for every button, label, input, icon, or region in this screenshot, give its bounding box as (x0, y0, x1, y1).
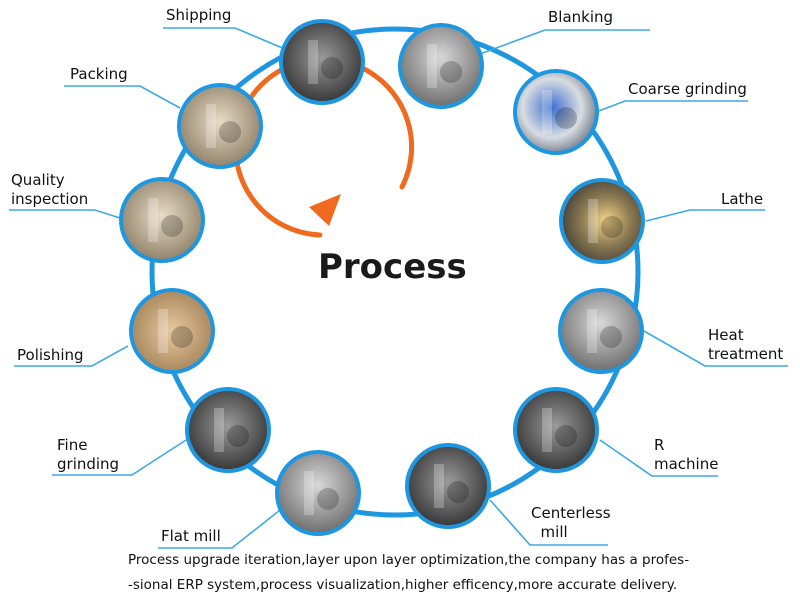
centerless-mill-photo-icon (405, 443, 491, 529)
shipping-photo-icon (279, 19, 365, 105)
center-title: Process (318, 247, 467, 287)
cycle-arrow-head (309, 194, 341, 226)
step-label-11: Quality inspection (11, 171, 89, 208)
coarse-grinding-photo-icon (513, 69, 599, 155)
leader-line-5 (643, 330, 788, 367)
step-label-6: R machine (654, 436, 719, 473)
leader-line-11 (9, 209, 121, 219)
photo-nodes (119, 19, 645, 536)
leader-lines (9, 27, 788, 549)
leader-line-6 (599, 439, 718, 477)
leader-line-1 (163, 27, 293, 53)
blanking-photo-icon (398, 23, 484, 109)
leader-line-7 (489, 499, 608, 546)
step-label-8: Flat mill (161, 527, 221, 545)
polishing-photo-icon (129, 288, 215, 374)
caption-line-1: Process upgrade iteration,layer upon lay… (128, 552, 690, 568)
quality-inspection-photo-icon (119, 177, 205, 263)
packing-photo-icon (177, 83, 263, 169)
step-label-10: Polishing (17, 346, 84, 364)
leader-line-2 (479, 29, 650, 55)
step-label-1: Shipping (166, 6, 232, 24)
heat-treatment-photo-icon (558, 288, 644, 374)
lathe-photo-icon (559, 178, 645, 264)
leader-line-12 (64, 85, 181, 109)
step-label-5: Heat treatment (708, 326, 784, 363)
step-label-3: Coarse grinding (628, 80, 747, 98)
step-label-7: Centerless mill (531, 504, 611, 541)
leader-line-4 (645, 209, 765, 222)
fine-grinding-photo-icon (185, 387, 271, 473)
flat-mill-photo-icon (275, 450, 361, 536)
leader-line-10 (14, 345, 129, 367)
leader-line-8 (158, 509, 281, 549)
step-label-9: Fine grinding (57, 436, 120, 473)
cycle-arrow (233, 56, 415, 238)
step-label-12: Packing (70, 65, 128, 83)
step-label-2: Blanking (548, 8, 614, 26)
leader-line-3 (595, 100, 748, 113)
leader-line-9 (52, 439, 187, 476)
r-machine-photo-icon (513, 387, 599, 473)
step-label-4: Lathe (721, 190, 764, 208)
caption-line-2: -sional ERP system,process visualization… (128, 577, 678, 593)
process-ring (149, 26, 641, 518)
